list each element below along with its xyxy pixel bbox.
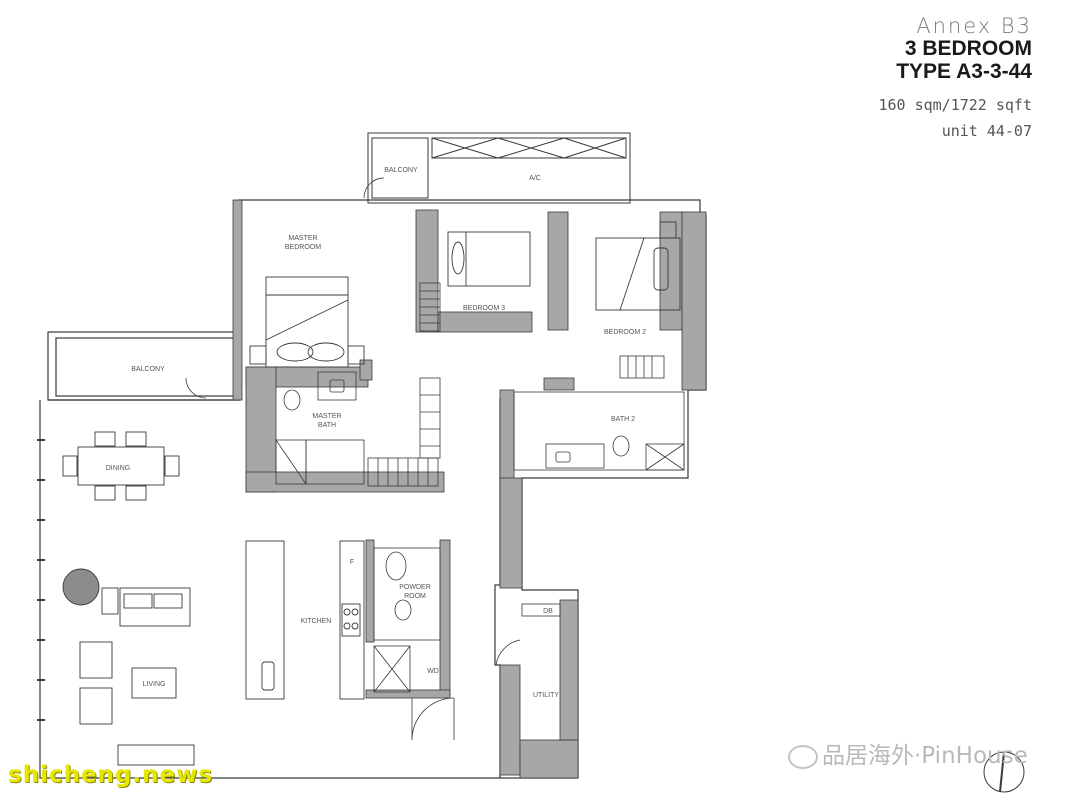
label-wd: WD	[427, 668, 439, 675]
brand-watermark: 品居海外·PinHouse	[788, 736, 1028, 770]
label-bedroom-2: BEDROOM 2	[604, 329, 646, 336]
label-ac: A/C	[529, 175, 541, 182]
site-watermark: shicheng.news	[8, 762, 214, 788]
label-bath-2: BATH 2	[611, 416, 635, 423]
bedroom2-bed	[595, 221, 681, 311]
label-bedroom-3: BEDROOM 3	[463, 305, 505, 312]
unit-number-label: unit 44-07	[941, 122, 1032, 140]
living-set	[62, 568, 195, 766]
label-kitchen: KITCHEN	[301, 618, 332, 625]
wardrobes	[367, 282, 665, 487]
label-living: LIVING	[143, 681, 166, 688]
master-bed	[249, 276, 365, 368]
bedroom-count-title: 3 BEDROOM	[904, 37, 1032, 60]
label-master-bedroom-1: MASTER	[288, 235, 317, 242]
label-fridge: F	[350, 559, 354, 566]
label-db: DB	[543, 608, 553, 615]
label-master-bath-1: MASTER	[312, 413, 341, 420]
walls	[232, 199, 707, 779]
label-master-bedroom-2: BEDROOM	[285, 244, 321, 251]
area-label: 160 sqm/1722 sqft	[878, 96, 1032, 114]
bedroom3-bed	[447, 231, 531, 287]
label-balcony-top: BALCONY	[384, 167, 418, 174]
label-powder-2: ROOM	[404, 593, 426, 600]
label-powder-1: POWDER	[399, 584, 431, 591]
label-utility: UTILITY	[533, 692, 559, 699]
powder-fixtures	[373, 547, 561, 693]
top-ledge	[367, 132, 631, 204]
doors	[185, 177, 521, 741]
dining-set	[62, 431, 180, 501]
label-balcony-left: BALCONY	[131, 366, 165, 373]
brand-watermark-text: 品居海外·PinHouse	[822, 743, 1028, 769]
label-dining: DINING	[106, 465, 131, 472]
kitchen-fixtures	[245, 540, 365, 700]
annex-label: Annex B3	[916, 14, 1032, 38]
window-marks	[37, 439, 45, 721]
label-master-bath-2: BATH	[318, 422, 336, 429]
wechat-icon	[788, 744, 818, 769]
north-arrow-icon	[983, 751, 1025, 793]
unit-type-title: TYPE A3-3-44	[896, 60, 1032, 83]
master-bath-fixtures	[275, 371, 365, 485]
bath2-fixtures	[513, 391, 685, 471]
